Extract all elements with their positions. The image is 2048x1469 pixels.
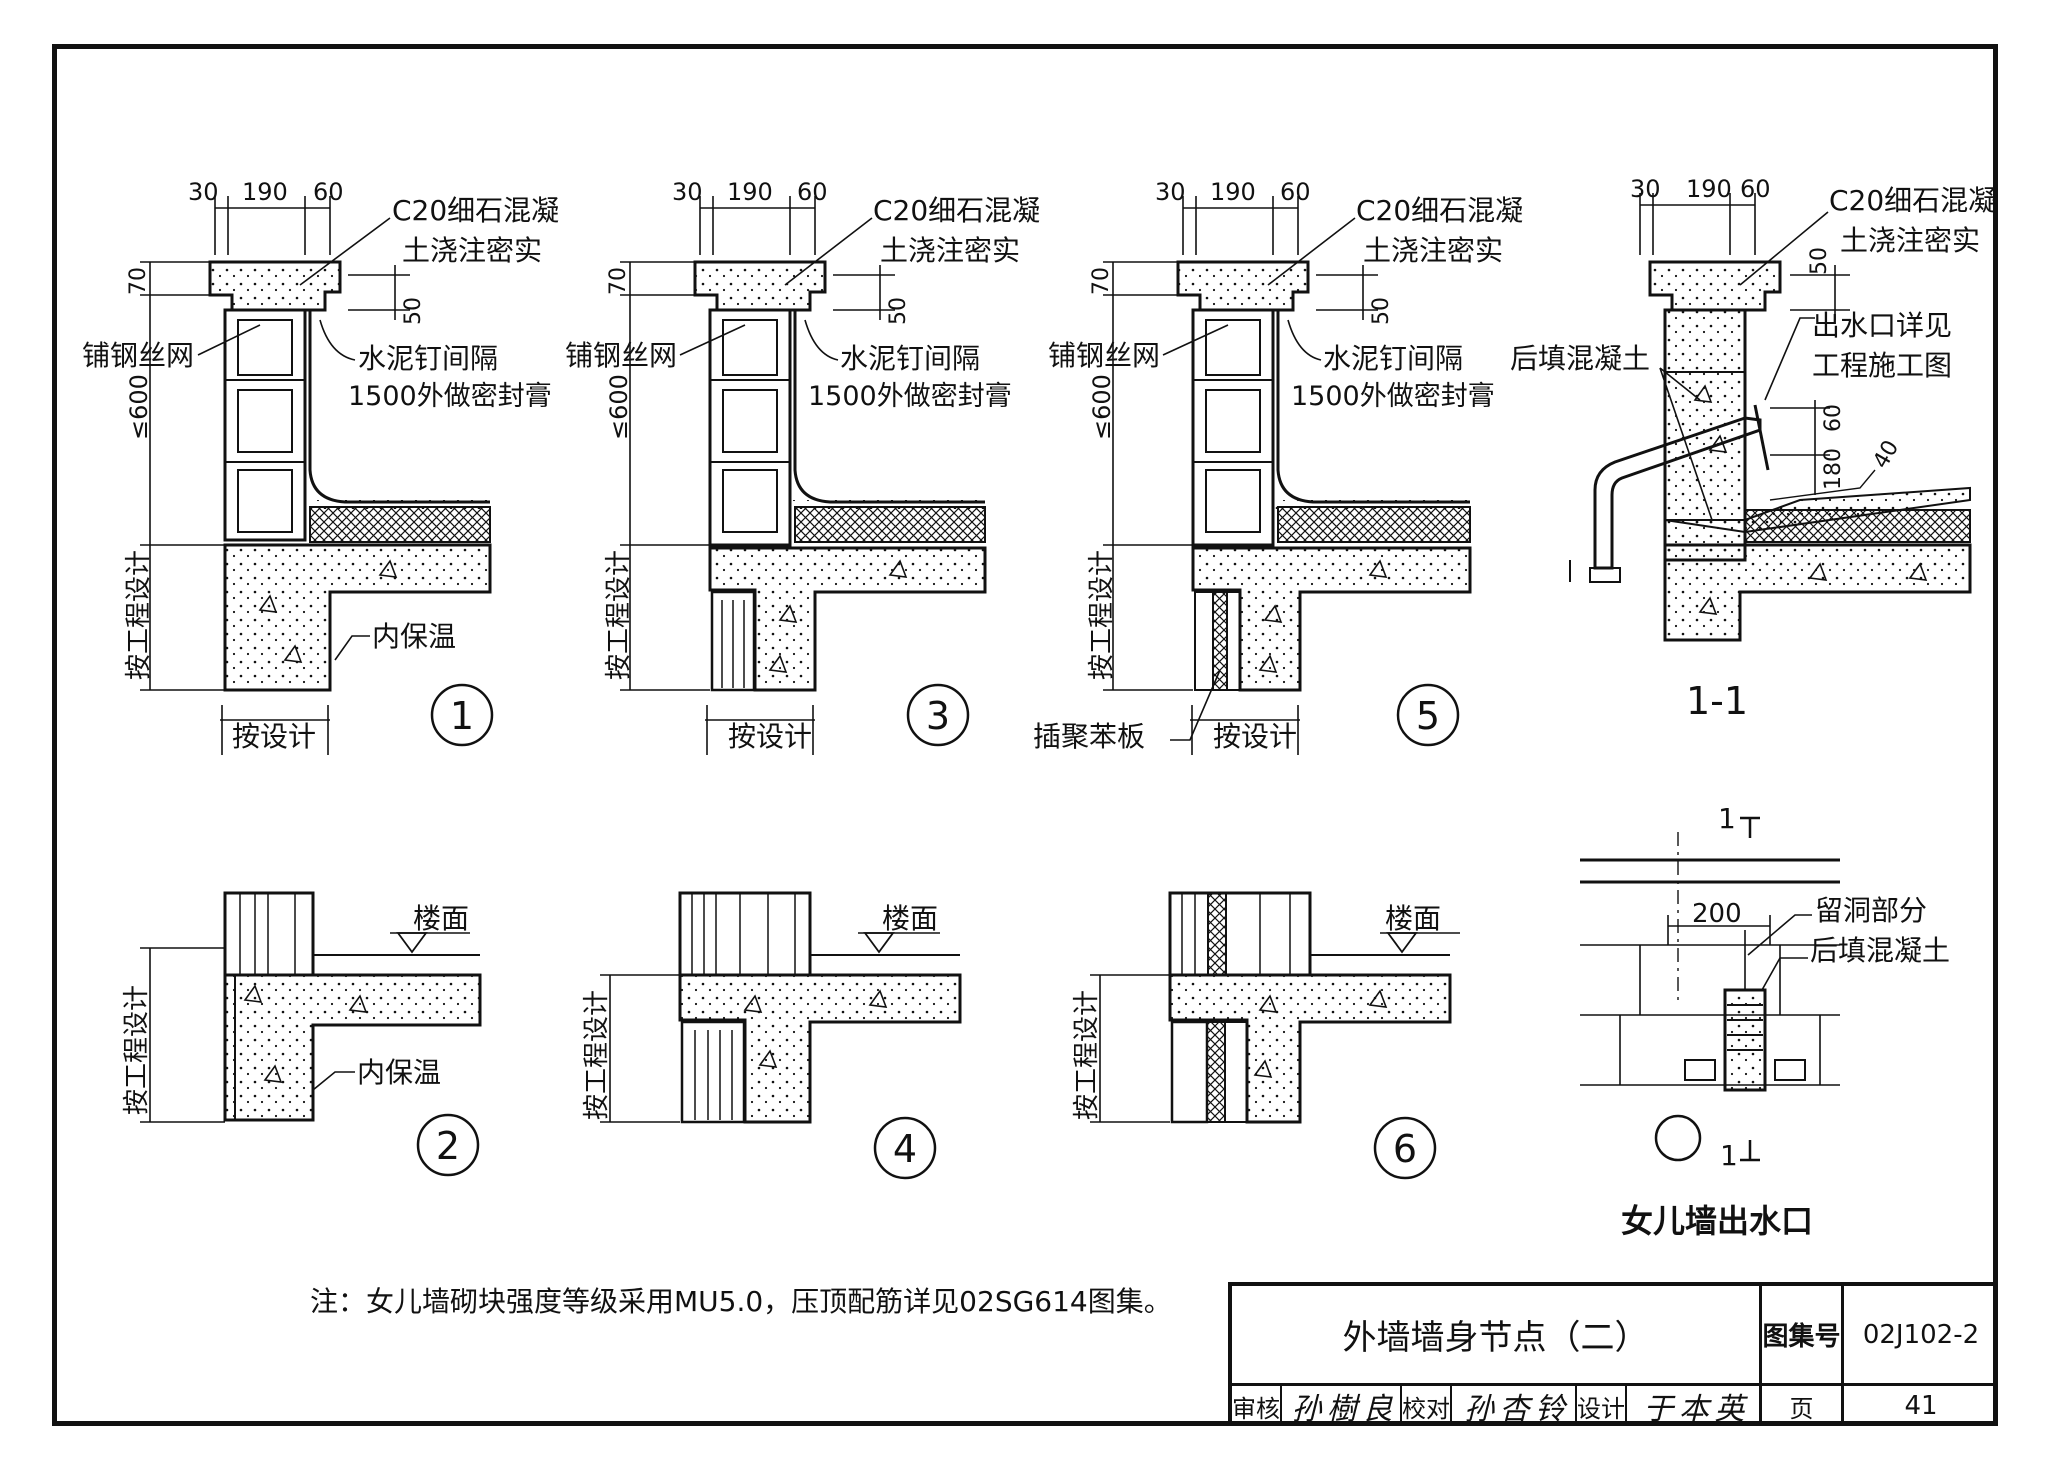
label-c20-1: C20细石混凝 — [392, 194, 559, 227]
label-nail-1: 水泥钉间隔 — [840, 342, 980, 375]
check-label: 校对 — [1402, 1386, 1452, 1426]
atlas-label: 图集号 — [1762, 1286, 1844, 1386]
outlet-title: 女儿墙出水口 — [1621, 1202, 1813, 1240]
checker-signature: 孙 杏 铃 — [1452, 1386, 1577, 1427]
label-c20-2: 土浇注密实 — [880, 234, 1020, 267]
detail-number-3: 3 — [926, 694, 950, 738]
parapet-outlet: 1 200 留洞部分 后填混凝土 1 女儿墙出水口 — [1580, 802, 1950, 1240]
label-by-engineering: 按工程设计 — [604, 550, 634, 680]
dim-180: 180 — [1821, 448, 1846, 490]
dim-190: 190 — [727, 178, 773, 206]
label-nail-2: 1500外做密封膏 — [1291, 381, 1495, 412]
dim-30: 30 — [188, 178, 219, 206]
detail-4: 楼面 按工程设计 4 — [582, 891, 962, 1180]
dim-60: 60 — [1740, 175, 1771, 203]
drawing-frame — [52, 44, 1998, 1426]
label-by-engineering: 按工程设计 — [1087, 550, 1117, 680]
label-by-design: 按设计 — [728, 720, 812, 753]
label-backfill2: 后填混凝土 — [1810, 934, 1950, 967]
label-wire-mesh: 铺钢丝网 — [565, 339, 677, 372]
section-1-1: 30 190 60 50 C20细石混凝 土浇注密实 后填混凝土 出水口详见 工… — [1510, 175, 1996, 723]
note-text: 注：女儿墙砌块强度等级采用MU5.0，压顶配筋详见02SG614图集。 — [310, 1285, 1172, 1318]
detail-3: 30 190 60 70 ≤600 按工程设计 50 C20细石混凝 土浇注密实… — [565, 178, 1040, 755]
section-label: 1-1 — [1686, 679, 1748, 723]
label-reserved-hole: 留洞部分 — [1815, 894, 1927, 927]
reviewer-signature: 孙 樹 良 — [1282, 1386, 1402, 1427]
dim-30: 30 — [1630, 175, 1661, 203]
label-c20-1: C20细石混凝 — [1356, 194, 1523, 227]
detail-6: 楼面 按工程设计 6 — [1072, 891, 1460, 1180]
dim-600: ≤600 — [605, 374, 633, 440]
dim-200: 200 — [1692, 899, 1742, 929]
dim-60b: 60 — [1821, 404, 1846, 432]
label-c20-2: 土浇注密实 — [402, 234, 542, 267]
dim-50: 50 — [401, 297, 426, 325]
cut-mark-bottom: 1 — [1720, 1139, 1738, 1172]
dim-70: 70 — [1089, 267, 1114, 295]
dim-30: 30 — [1155, 178, 1186, 206]
label-floor: 楼面 — [1385, 902, 1441, 935]
dim-70: 70 — [126, 267, 151, 295]
label-nail-1: 水泥钉间隔 — [1323, 342, 1463, 375]
detail-number-6: 6 — [1393, 1127, 1417, 1171]
dim-50: 50 — [1369, 297, 1394, 325]
label-outlet-2: 工程施工图 — [1812, 349, 1952, 382]
label-c20-1: C20细石混凝 — [873, 194, 1040, 227]
dim-60: 60 — [797, 178, 828, 206]
label-polystyrene: 插聚苯板 — [1033, 720, 1145, 753]
detail-number-1: 1 — [450, 694, 474, 738]
dim-50: 50 — [886, 297, 911, 325]
cut-mark-top: 1 — [1718, 802, 1736, 835]
label-floor: 楼面 — [413, 902, 469, 935]
atlas-number: 02J102-2 — [1844, 1286, 1998, 1386]
label-by-design: 按设计 — [232, 720, 316, 753]
dim-190: 190 — [1210, 178, 1256, 206]
dim-60: 60 — [1280, 178, 1311, 206]
detail-5: 30 190 60 70 ≤600 按工程设计 50 C20细石混凝 土浇注密实… — [1033, 178, 1523, 755]
label-nail-2: 1500外做密封膏 — [348, 381, 552, 412]
detail-number-5: 5 — [1416, 694, 1440, 738]
label-wire-mesh: 铺钢丝网 — [82, 339, 194, 372]
label-by-engineering: 按工程设计 — [1072, 990, 1102, 1120]
label-nail-2: 1500外做密封膏 — [808, 381, 1012, 412]
page-number: 41 — [1904, 1391, 1938, 1421]
label-c20-2: 土浇注密实 — [1363, 234, 1503, 267]
label-outlet-1: 出水口详见 — [1812, 309, 1952, 342]
dim-60: 60 — [313, 178, 344, 206]
detail-number-2: 2 — [436, 1124, 460, 1168]
detail-1: 30 190 60 70 ≤600 按工程设计 50 C20细石混凝 土浇注密实… — [82, 178, 559, 755]
label-nail-1: 水泥钉间隔 — [358, 342, 498, 375]
drawing-title: 外墙墙身节点（二） — [1232, 1286, 1762, 1386]
review-label: 审核 — [1232, 1386, 1282, 1426]
label-backfill: 后填混凝土 — [1510, 342, 1650, 375]
label-c20-1: C20细石混凝 — [1829, 184, 1996, 217]
title-block: 外墙墙身节点（二） 图集号 02J102-2 审核 孙 樹 良 校对 孙 杏 铃… — [1228, 1282, 1998, 1427]
dim-30: 30 — [672, 178, 703, 206]
dim-600: ≤600 — [1088, 374, 1116, 440]
dim-70: 70 — [606, 267, 631, 295]
designer-signature: 于 本 英 — [1627, 1386, 1762, 1427]
label-by-engineering: 按工程设计 — [122, 985, 152, 1115]
label-floor: 楼面 — [882, 902, 938, 935]
label-inner-insulation: 内保温 — [357, 1056, 441, 1089]
label-wire-mesh: 铺钢丝网 — [1048, 339, 1160, 372]
label-inner-insulation: 内保温 — [372, 620, 456, 653]
detail-number-4: 4 — [893, 1127, 917, 1171]
dim-190: 190 — [1686, 175, 1732, 203]
label-by-design: 按设计 — [1213, 720, 1297, 753]
label-by-engineering: 按工程设计 — [124, 550, 154, 680]
label-by-engineering: 按工程设计 — [582, 990, 612, 1120]
dim-50: 50 — [1807, 247, 1832, 275]
dim-600: ≤600 — [125, 374, 153, 440]
detail-2: 楼面 按工程设计 内保温 2 — [122, 891, 482, 1177]
label-c20-2: 土浇注密实 — [1840, 224, 1980, 257]
dim-190: 190 — [242, 178, 288, 206]
design-label: 设计 — [1577, 1386, 1627, 1426]
page-label: 页 — [1762, 1386, 1844, 1426]
dim-40: 40 — [1869, 436, 1905, 473]
